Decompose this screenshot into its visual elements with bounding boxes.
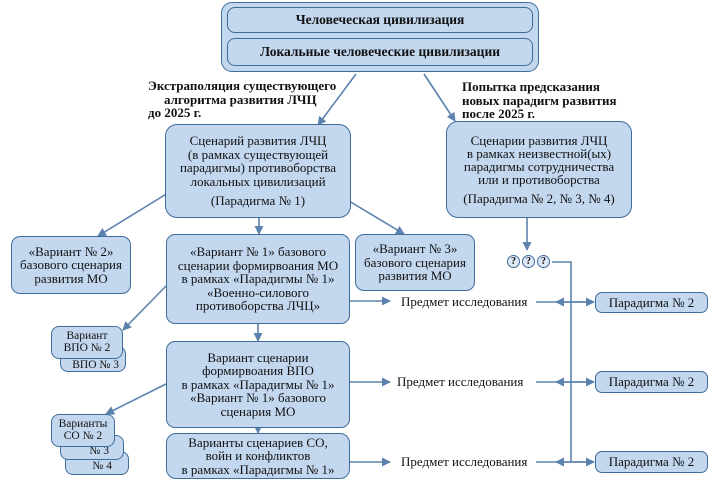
vpo-scenario-box: Вариант сценарии формирвоания ВПО в рамк… bbox=[166, 341, 350, 428]
so-stack-front: Варианты СО № 2 bbox=[51, 414, 115, 447]
paradigm2-box-1: Парадигма № 2 bbox=[595, 292, 708, 313]
variant2-box: «Вариант № 2» базового сценария развития… bbox=[11, 236, 131, 294]
arrow-to-variant2 bbox=[97, 192, 169, 237]
arrow-to-scenario-new bbox=[423, 73, 456, 122]
paradigm2-box-2: Парадигма № 2 bbox=[595, 371, 708, 393]
vpo-stack-front: Вариант ВПО № 2 bbox=[51, 326, 123, 359]
subject-label-2: Предмет исследования bbox=[397, 374, 524, 389]
paradigm2-box-3: Парадигма № 2 bbox=[595, 451, 708, 473]
arrow-to-scenario-main bbox=[317, 73, 357, 126]
local-civilizations-box: Локальные человеческие цивилизации bbox=[227, 38, 533, 66]
question-bus-line bbox=[552, 261, 572, 462]
right-heading: Попытка предсказания новых парадигм разв… bbox=[462, 79, 617, 121]
variant3-box: «Вариант № 3» базового сценария развития… bbox=[355, 234, 475, 291]
variant1-box: «Вариант № 1» базового сценарии формирво… bbox=[166, 234, 350, 324]
arrow-to-variant3 bbox=[343, 197, 405, 235]
question-mark-1: ? bbox=[507, 255, 520, 268]
subject-label-1: Предмет исследования bbox=[401, 294, 528, 309]
subject-label-3: Предмет исследования bbox=[401, 454, 528, 469]
question-mark-2: ? bbox=[522, 255, 535, 268]
local-civilizations-title: Локальные человеческие цивилизации bbox=[259, 44, 501, 59]
so-scenario-box: Варианты сценариев СО, войн и конфликтов… bbox=[166, 433, 350, 479]
arrow-to-so-stack bbox=[105, 383, 167, 415]
human-civilization-title: Человеческая цивилизация bbox=[295, 12, 465, 27]
scenario-new-box: Сценарии развития ЛЧЦ в рамках неизвестн… bbox=[446, 121, 632, 218]
left-heading: Экстраполяция существующего алгоритма ра… bbox=[148, 78, 337, 120]
top-block bbox=[221, 2, 539, 72]
scenario-main-box: Сценарий развития ЛЧЦ (в рамках существу… bbox=[165, 124, 351, 218]
human-civilization-box: Человеческая цивилизация bbox=[227, 7, 533, 33]
arrow-to-vpo-stack bbox=[122, 285, 167, 331]
question-mark-3: ? bbox=[537, 255, 550, 268]
